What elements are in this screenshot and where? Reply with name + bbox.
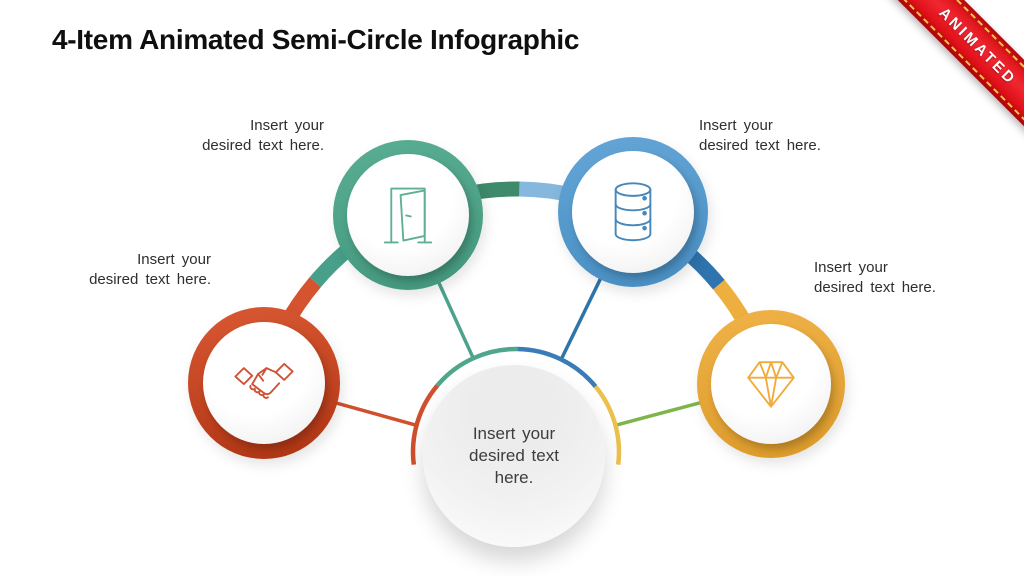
item-label-database[interactable]: Insert your desired text here. <box>699 117 821 154</box>
ribbon-band: ANIMATED <box>850 0 1024 174</box>
center-circle[interactable]: Insert your desired text here. <box>423 365 605 547</box>
item-circle-handshake-inner <box>203 322 325 444</box>
item-circle-diamond-inner <box>711 324 831 444</box>
center-text-placeholder: Insert your desired text here. <box>469 424 559 487</box>
item-label-door[interactable]: Insert your desired text here. <box>202 117 324 154</box>
item-circle-database-inner <box>572 151 694 273</box>
center-ring-red <box>410 383 440 465</box>
item-label-diamond[interactable]: Insert your desired text here. <box>814 259 936 296</box>
ribbon-stitching <box>853 0 1024 171</box>
item-circle-database[interactable] <box>558 137 708 287</box>
animated-ribbon: ANIMATED <box>834 0 1024 190</box>
door-icon <box>383 188 433 244</box>
slide-title: 4-Item Animated Semi-Circle Infographic <box>52 24 580 55</box>
item-circle-door[interactable] <box>333 140 483 290</box>
item-label-handshake[interactable]: Insert your desired text here. <box>89 251 211 288</box>
item-circle-handshake[interactable] <box>188 307 340 459</box>
handshake-icon <box>234 362 294 399</box>
center-ring-teal <box>435 346 518 387</box>
item-circle-door-inner <box>347 154 469 276</box>
center-ring-blue <box>517 346 598 388</box>
item-circle-diamond[interactable] <box>697 310 845 458</box>
diamond-icon <box>747 361 795 408</box>
database-icon <box>614 182 652 242</box>
center-ring-yellow <box>593 385 622 465</box>
